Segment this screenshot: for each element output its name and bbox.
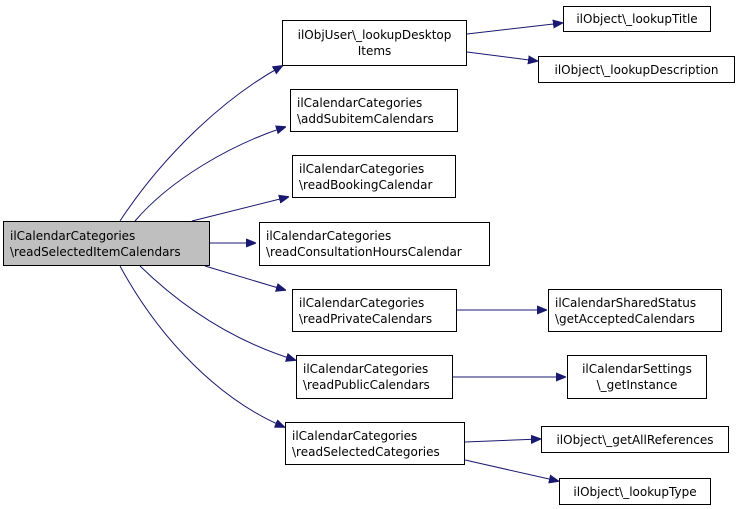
node-read-selected-item-calendars[interactable]: ilCalendarCategories \readSelectedItemCa…: [3, 221, 210, 266]
node-get-all-references[interactable]: ilObject\_getAllReferences: [541, 426, 729, 453]
node-add-subitem-calendars[interactable]: ilCalendarCategories \addSubitemCalendar…: [290, 89, 458, 132]
node-label-line2: \readConsultationHoursCalendar: [266, 245, 462, 259]
node-read-consultation-hours-calendar[interactable]: ilCalendarCategories \readConsultationHo…: [259, 222, 490, 266]
node-lookup-desktop-items[interactable]: ilObjUser\_lookupDesktop Items: [282, 20, 467, 66]
edge-root-to-lookup-desktop-items: [119, 66, 282, 222]
node-label-line2: Items: [357, 44, 392, 58]
node-label-line1: ilCalendarSharedStatus: [555, 295, 697, 310]
node-label-line2: \readSelectedItemCalendars: [10, 244, 181, 259]
edge-root-to-add-subitem-calendars: [134, 127, 285, 222]
edge-lookup-desktop-items-to-lookup-description: [466, 51, 537, 61]
node-label-line2: \readPublicCalendars: [303, 378, 430, 392]
node-label-line2: \readBookingCalendar: [299, 177, 433, 192]
node-label-line2: \getAcceptedCalendars: [555, 311, 695, 326]
node-label-line1: ilCalendarCategories: [303, 362, 429, 376]
node-lookup-type[interactable]: ilObject\_lookupType: [559, 478, 711, 505]
edge-root-to-read-selected-categories: [119, 265, 284, 427]
node-label-line1: ilObjUser\_lookupDesktop: [297, 28, 452, 42]
node-label-line1: ilObject\_lookupType: [573, 484, 697, 499]
edge-root-to-read-booking-calendar: [191, 197, 288, 222]
node-label-line2: \addSubitemCalendars: [297, 111, 434, 126]
node-label-line1: ilCalendarCategories: [299, 161, 425, 176]
node-get-instance[interactable]: ilCalendarSettings \_getInstance: [567, 355, 707, 399]
edge-read-selected-categories-to-lookup-type: [464, 459, 558, 481]
node-label-line1: ilObject\_getAllReferences: [556, 432, 714, 447]
node-read-public-calendars[interactable]: ilCalendarCategories \readPublicCalendar…: [296, 355, 453, 399]
node-label-line1: ilObject\_lookupTitle: [576, 12, 698, 26]
node-lookup-description[interactable]: ilObject\_lookupDescription: [538, 56, 735, 83]
node-label-line1: ilCalendarCategories: [292, 428, 418, 443]
node-lookup-title[interactable]: ilObject\_lookupTitle: [563, 6, 711, 32]
edge-lookup-desktop-items-to-lookup-title: [466, 23, 562, 35]
node-label-line1: ilCalendarCategories: [299, 295, 425, 310]
node-label-line2: \readSelectedCategories: [292, 444, 440, 459]
node-label-line2: \readPrivateCalendars: [299, 311, 433, 326]
edge-read-selected-categories-to-get-all-references: [464, 439, 540, 442]
node-label-line1: ilCalendarCategories: [297, 95, 423, 110]
edge-root-to-read-private-calendars: [204, 265, 285, 290]
node-label-line1: ilCalendarCategories: [266, 229, 392, 243]
node-read-selected-categories[interactable]: ilCalendarCategories \readSelectedCatego…: [285, 422, 465, 465]
node-get-accepted-calendars[interactable]: ilCalendarSharedStatus \getAcceptedCalen…: [548, 289, 722, 332]
node-label-line1: ilCalendarSettings: [582, 362, 692, 376]
node-read-booking-calendar[interactable]: ilCalendarCategories \readBookingCalenda…: [292, 155, 456, 198]
node-label-line1: ilCalendarCategories: [10, 228, 136, 243]
node-label-line2: \_getInstance: [596, 378, 678, 392]
node-read-private-calendars[interactable]: ilCalendarCategories \readPrivateCalenda…: [292, 289, 457, 332]
node-label-line1: ilObject\_lookupDescription: [554, 62, 719, 77]
edge-root-to-read-public-calendars: [139, 265, 295, 360]
